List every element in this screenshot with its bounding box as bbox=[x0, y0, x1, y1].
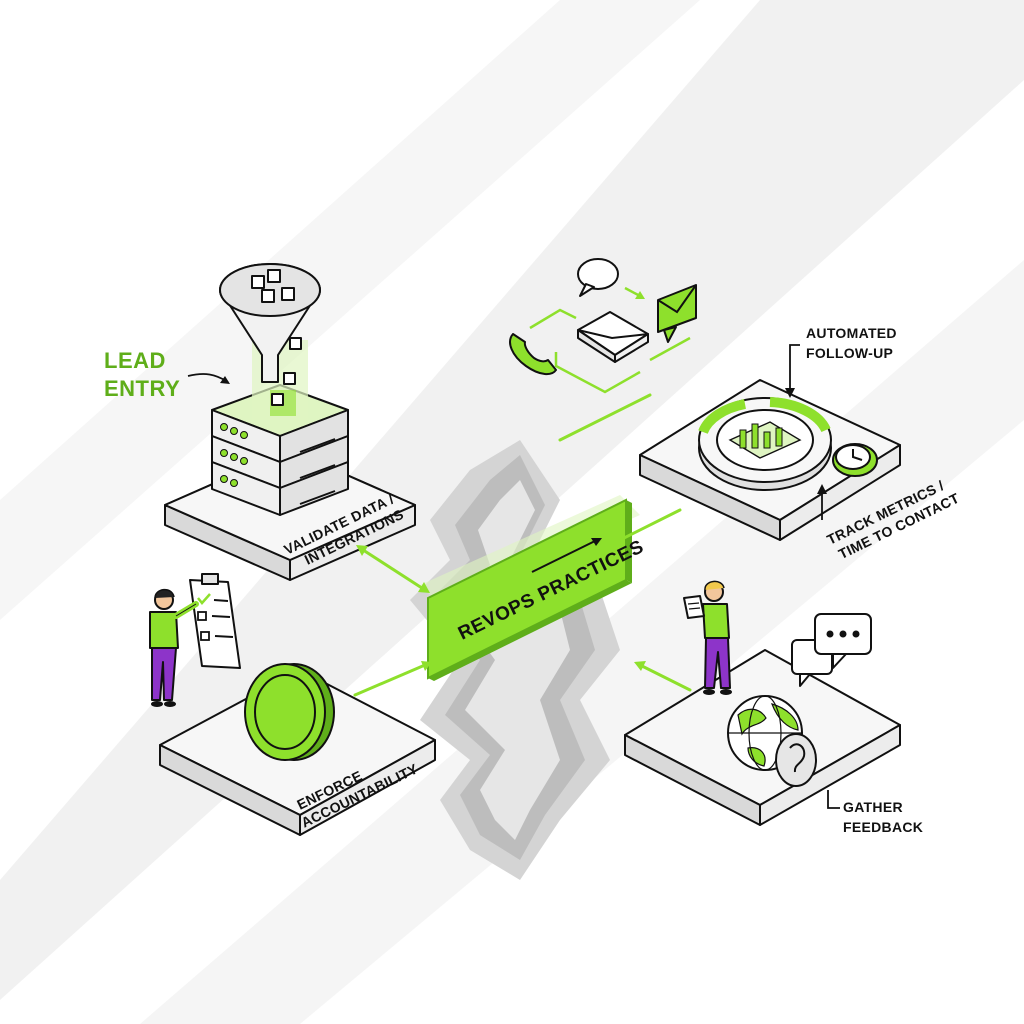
person-feedback bbox=[683, 580, 732, 695]
envelope-icon bbox=[577, 311, 649, 363]
gather-label-2: FEEDBACK bbox=[843, 819, 923, 835]
lead-entry-pointer-head bbox=[220, 376, 230, 384]
connector-edges bbox=[353, 393, 692, 697]
clock-icon bbox=[832, 443, 878, 477]
server-stack-icon bbox=[211, 384, 349, 516]
chat-bubble-icon bbox=[577, 258, 619, 297]
person-enforce bbox=[149, 588, 199, 707]
funnel-icon bbox=[219, 263, 321, 406]
automated-pointer bbox=[789, 344, 800, 390]
chart-icon bbox=[728, 421, 802, 459]
lead-entry-label-1: LEAD bbox=[104, 348, 166, 373]
revops-banner bbox=[420, 495, 640, 681]
gather-label-1: GATHER bbox=[843, 799, 903, 815]
automated-label-2: FOLLOW-UP bbox=[806, 345, 893, 361]
speech-bubble-icon bbox=[791, 613, 872, 687]
message-icon bbox=[657, 284, 697, 343]
gather-pointer bbox=[827, 790, 840, 809]
lead-entry-label-2: ENTRY bbox=[104, 376, 180, 401]
track-pointer-head bbox=[817, 484, 827, 494]
coin-icon bbox=[244, 663, 335, 761]
revops-arrow-head bbox=[591, 538, 602, 546]
automated-label-1: AUTOMATED bbox=[806, 325, 897, 341]
phone-icon bbox=[509, 333, 557, 376]
comm-connectors bbox=[529, 286, 691, 394]
automated-pointer-head bbox=[785, 388, 795, 398]
ear-icon bbox=[775, 733, 817, 787]
crack bbox=[410, 440, 620, 880]
clipboard-checklist-icon bbox=[189, 573, 241, 669]
revops-arrow-line bbox=[531, 540, 596, 573]
